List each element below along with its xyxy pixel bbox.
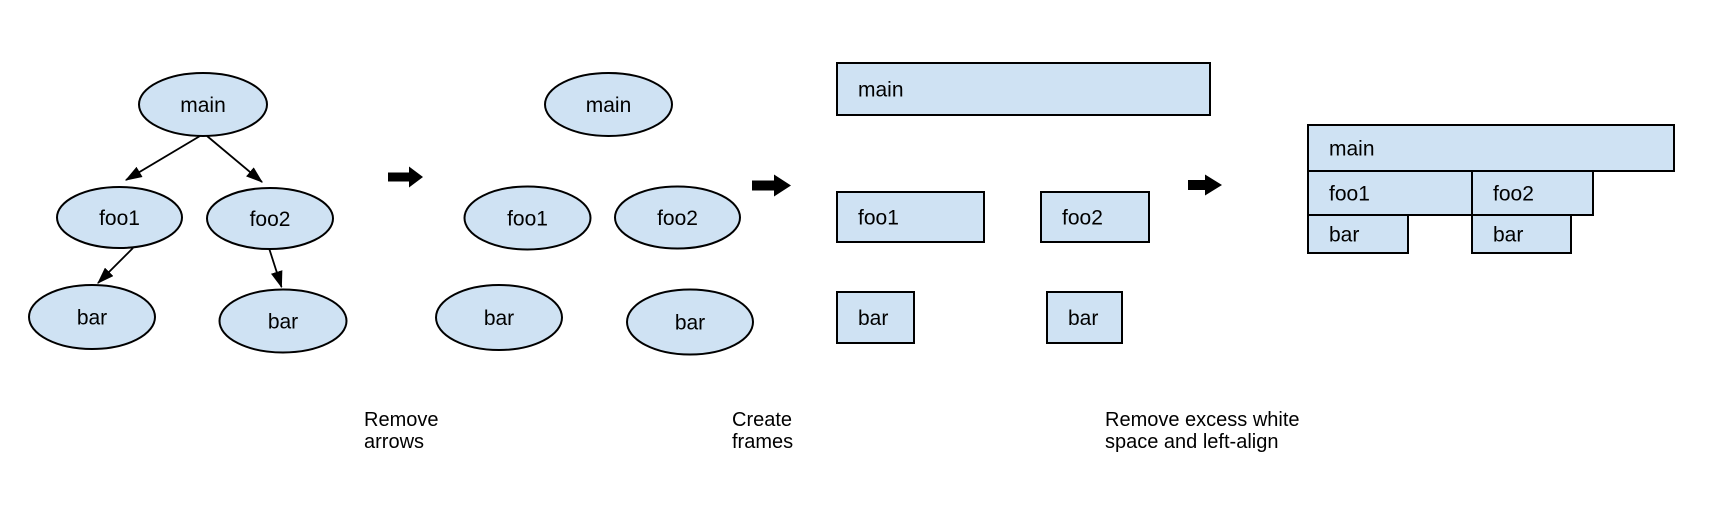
stage4-label-bar2: bar <box>1493 224 1523 247</box>
edge-foo1-bar <box>97 247 134 284</box>
stage3-frame-foo1 <box>836 191 985 243</box>
stage1-node-bar1 <box>28 284 156 350</box>
caption-line: Remove excess white <box>1105 409 1300 431</box>
stage4-frame-bar2 <box>1471 214 1572 254</box>
stage2-label-bar1: bar <box>484 307 514 330</box>
edge-main-foo2 <box>206 135 263 183</box>
stage2-node-main <box>544 72 673 137</box>
stage3-frame-bar1 <box>836 291 915 344</box>
stage-3-frames: main foo1 foo2 bar bar <box>836 62 1211 344</box>
edge-main-foo1 <box>124 135 201 181</box>
stage1-label-foo2: foo2 <box>250 208 291 231</box>
stage2-label-main: main <box>586 94 632 117</box>
stage2-label-foo1: foo1 <box>507 208 548 231</box>
stage3-label-main: main <box>858 79 904 102</box>
stage4-frame-bar1 <box>1307 214 1409 254</box>
edge-foo2-bar <box>268 247 283 289</box>
stage2-node-foo1 <box>463 185 592 251</box>
stage1-node-foo1 <box>56 186 183 249</box>
stage1-label-bar2: bar <box>268 311 298 334</box>
stage3-frame-foo2 <box>1040 191 1150 243</box>
stage1-label-foo1: foo1 <box>99 207 140 230</box>
stage2-node-bar2 <box>626 288 754 356</box>
right-arrow-icon <box>1188 174 1222 196</box>
stage1-node-main <box>138 72 268 137</box>
stage1-label-bar1: bar <box>77 307 107 330</box>
stage1-node-foo2 <box>206 187 334 250</box>
stage-2-arrows-removed: main foo1 foo2 bar bar <box>435 72 754 356</box>
right-arrow-icon <box>752 174 791 197</box>
stage4-label-main: main <box>1329 138 1375 161</box>
caption-line: frames <box>732 431 793 453</box>
stage4-label-bar1: bar <box>1329 224 1359 247</box>
stage3-label-foo2: foo2 <box>1062 207 1103 230</box>
stage4-label-foo2: foo2 <box>1493 183 1534 206</box>
stage3-frame-bar2 <box>1046 291 1123 344</box>
transform-arrow-3 <box>1188 174 1222 196</box>
caption-line: Create <box>732 409 792 431</box>
stage2-label-foo2: foo2 <box>657 207 698 230</box>
stage2-label-bar2: bar <box>675 312 705 335</box>
stage3-label-bar1: bar <box>858 307 888 330</box>
stage3-label-bar2: bar <box>1068 307 1098 330</box>
stage3-frame-main <box>836 62 1211 116</box>
caption-remove-whitespace-left-align: Remove excess white space and left-align <box>1105 409 1300 453</box>
transform-arrow-1 <box>388 166 423 188</box>
caption-line: arrows <box>364 431 424 453</box>
stage1-node-bar2 <box>218 288 348 354</box>
stage2-node-foo2 <box>614 185 741 250</box>
transform-arrow-2 <box>752 174 791 197</box>
stage3-label-foo1: foo1 <box>858 207 899 230</box>
stage1-label-main: main <box>180 94 226 117</box>
caption-create-frames: Create frames <box>732 409 793 453</box>
stage-1-call-tree: main foo1 foo2 bar bar <box>28 72 348 354</box>
stage4-frame-main <box>1307 124 1675 172</box>
right-arrow-icon <box>388 166 423 188</box>
caption-line: Remove <box>364 409 438 431</box>
caption-remove-arrows: Remove arrows <box>364 409 438 453</box>
stage2-node-bar1 <box>435 284 563 351</box>
stage4-label-foo1: foo1 <box>1329 183 1370 206</box>
stage-4-flame-graph: main foo1 foo2 bar bar <box>1307 124 1675 254</box>
stage4-frame-foo2 <box>1471 170 1594 216</box>
caption-line: space and left-align <box>1105 431 1278 453</box>
